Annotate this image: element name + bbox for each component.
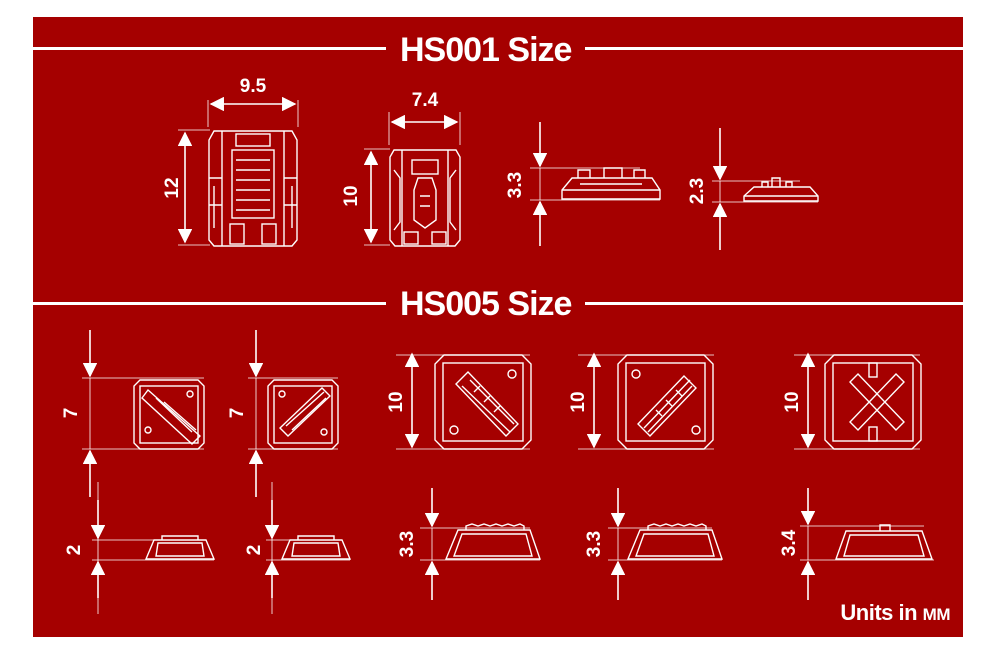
hs001-front-view bbox=[177, 96, 299, 247]
dim-label-hs001-side-a-height: 3.3 bbox=[505, 172, 526, 198]
dim-label-hs005-c-top: 10 bbox=[386, 391, 407, 412]
hs001-side-view-a bbox=[530, 122, 661, 246]
units-unit: MM bbox=[922, 605, 951, 624]
units-prefix: Units in bbox=[840, 600, 923, 625]
dim-label-hs001-front-height: 12 bbox=[162, 177, 183, 198]
dim-label-hs005-e-top: 10 bbox=[782, 391, 803, 412]
dim-label-hs001-side-b-height: 2.3 bbox=[687, 178, 708, 204]
hs005-c-top-view bbox=[396, 352, 532, 450]
hs005-b-top-view bbox=[248, 330, 339, 497]
units-note: Units in MM bbox=[840, 600, 950, 626]
dim-label-hs001-front-width: 9.5 bbox=[240, 76, 267, 97]
hs005-section-title: HS005 Size bbox=[386, 284, 586, 324]
hs005-e-side-view bbox=[800, 488, 934, 600]
hs005-d-top-view bbox=[578, 352, 714, 450]
dim-label-hs005-b-top: 7 bbox=[227, 408, 248, 419]
hs005-a-side-view bbox=[90, 482, 216, 614]
hs005-b-side-view bbox=[264, 482, 352, 614]
dim-label-hs005-e-side: 3.4 bbox=[779, 529, 800, 556]
hs001-section-title: HS001 Size bbox=[386, 30, 586, 70]
hs005-d-side-view bbox=[608, 488, 723, 600]
dim-label-hs005-b-side: 2 bbox=[244, 545, 265, 556]
dim-label-hs005-d-top: 10 bbox=[568, 391, 589, 412]
dim-label-hs005-c-side: 3.3 bbox=[397, 531, 418, 557]
dim-label-hs005-a-top: 7 bbox=[61, 408, 82, 419]
dim-label-hs001-back-width: 7.4 bbox=[412, 90, 439, 111]
dim-label-hs005-a-side: 2 bbox=[64, 545, 85, 556]
dim-label-hs001-back-height: 10 bbox=[341, 185, 362, 206]
hs005-e-top-view bbox=[794, 352, 922, 450]
hs001-side-view-b bbox=[712, 128, 819, 250]
dim-label-hs005-d-side: 3.3 bbox=[584, 531, 605, 557]
hs005-a-top-view bbox=[82, 330, 205, 497]
hs001-back-view bbox=[363, 112, 461, 247]
hs005-c-side-view bbox=[420, 488, 541, 600]
